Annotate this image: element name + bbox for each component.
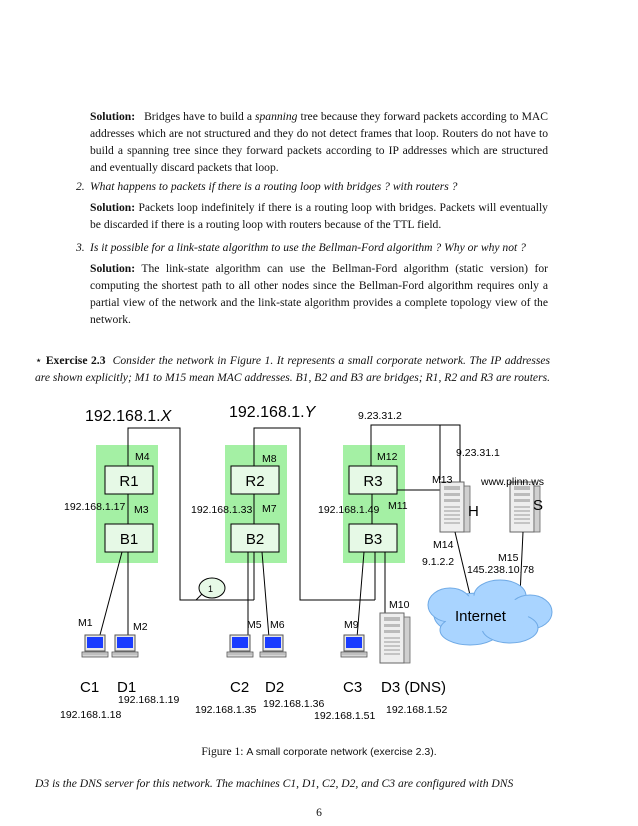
- server-d3-icon: [379, 612, 411, 664]
- ip-label: 192.168.1.51: [314, 710, 375, 720]
- mac-label: M7: [262, 503, 277, 515]
- exercise-2-3: ⋆ Exercise 2.3 Consider the network in F…: [35, 354, 551, 384]
- ip-label: 192.168.1.49: [318, 504, 379, 516]
- server-h-icon: [439, 481, 471, 533]
- host-label: D3 (DNS): [381, 679, 446, 696]
- solution-1: Solution: Bridges have to build a spanni…: [90, 110, 548, 174]
- mac-label: M4: [135, 451, 150, 463]
- host-label: D2: [265, 679, 284, 696]
- exercise-title: Exercise 2.3: [45, 354, 106, 367]
- bridge-label: B2: [246, 531, 264, 548]
- pc-c2-icon: [226, 634, 254, 658]
- bubble-label: 1: [208, 584, 213, 594]
- bridge-b3: [348, 523, 398, 553]
- host-label: C3: [343, 679, 362, 696]
- host-s-label: S: [533, 497, 543, 514]
- mac-label: M5: [247, 619, 262, 631]
- ip-label: 192.168.1.17: [64, 501, 125, 513]
- link-net-x: [127, 427, 254, 601]
- router-label: R2: [245, 473, 264, 490]
- host-h-label: H: [468, 503, 479, 520]
- mac-label: M9: [344, 619, 359, 631]
- router-r1: [104, 465, 154, 495]
- router-r2: [230, 465, 280, 495]
- pc-d1-icon: [111, 634, 139, 658]
- router-label: R1: [119, 473, 138, 490]
- ip-label: 192.168.1.52: [386, 704, 447, 716]
- mac-label: M12: [377, 451, 398, 463]
- link-9-23-31: [370, 424, 461, 495]
- pc-d2-icon: [259, 634, 287, 658]
- mac-label: M6: [270, 619, 285, 631]
- ip-label: 192.168.1.35: [195, 704, 256, 716]
- network-diagram: 192.168.1.X 192.168.1.Y 9.23.31.2 9.23.3…: [60, 404, 553, 720]
- mac-label: M8: [262, 453, 277, 465]
- loop-bubble: [198, 577, 226, 599]
- host-label: D1: [117, 679, 136, 696]
- mac-label: M3: [134, 504, 149, 516]
- page-number: 6: [316, 806, 322, 819]
- ip-label: 192.168.1.19: [118, 694, 179, 706]
- mac-label: M14: [433, 539, 454, 551]
- pc-c1-icon: [81, 634, 109, 658]
- ip-label: 192.168.1.18: [60, 709, 121, 720]
- internet-label: Internet: [455, 608, 507, 625]
- bridge-label: B3: [364, 531, 382, 548]
- ip-label: 9.23.31.2: [358, 410, 402, 422]
- question-3-number: 3.: [76, 241, 85, 254]
- host-label: C2: [230, 679, 249, 696]
- internet-cloud-icon: [427, 579, 553, 646]
- bridge-label: B1: [120, 531, 138, 548]
- pc-c3-icon: [340, 634, 368, 658]
- mac-label: M13: [432, 474, 453, 486]
- net-y-label: 192.168.1.Y: [229, 404, 317, 421]
- host-label: C1: [80, 679, 99, 696]
- solution-label: Solution:: [90, 110, 136, 123]
- bridge-b2: [230, 523, 280, 553]
- mac-label: M11: [388, 500, 408, 512]
- router-r3: [348, 465, 398, 495]
- exercise-continuation: D3 is the DNS server for this network. T…: [35, 777, 514, 790]
- figure-caption: Figure 1: A small corporate network (exe…: [201, 745, 437, 758]
- router-label: R3: [363, 473, 382, 490]
- mac-label: M15: [498, 552, 519, 564]
- solution-3: Solution: The link-state algorithm can u…: [90, 262, 548, 326]
- ip-label: 9.23.31.1: [456, 447, 500, 459]
- ip-label: 192.168.1.33: [191, 504, 252, 516]
- ip-label: 192.168.1.36: [263, 698, 324, 710]
- solution-2: Solution: Packets loop indefinitely if t…: [90, 201, 548, 231]
- question-2-number: 2.: [76, 180, 85, 193]
- net-x-label: 192.168.1.X: [85, 408, 173, 425]
- bridge-b1: [104, 523, 154, 553]
- mac-label: M1: [78, 617, 93, 629]
- question-2: What happens to packets if there is a ro…: [90, 180, 458, 193]
- ip-label: 9.1.2.2: [422, 556, 454, 568]
- mac-label: M10: [389, 599, 410, 611]
- question-3: Is it possible for a link-state algorith…: [90, 241, 526, 254]
- ip-label: 145.238.10.78: [467, 564, 534, 576]
- www-label: www.plinn.ws: [480, 476, 544, 488]
- link-net-y: [253, 427, 375, 601]
- mac-label: M2: [133, 621, 148, 633]
